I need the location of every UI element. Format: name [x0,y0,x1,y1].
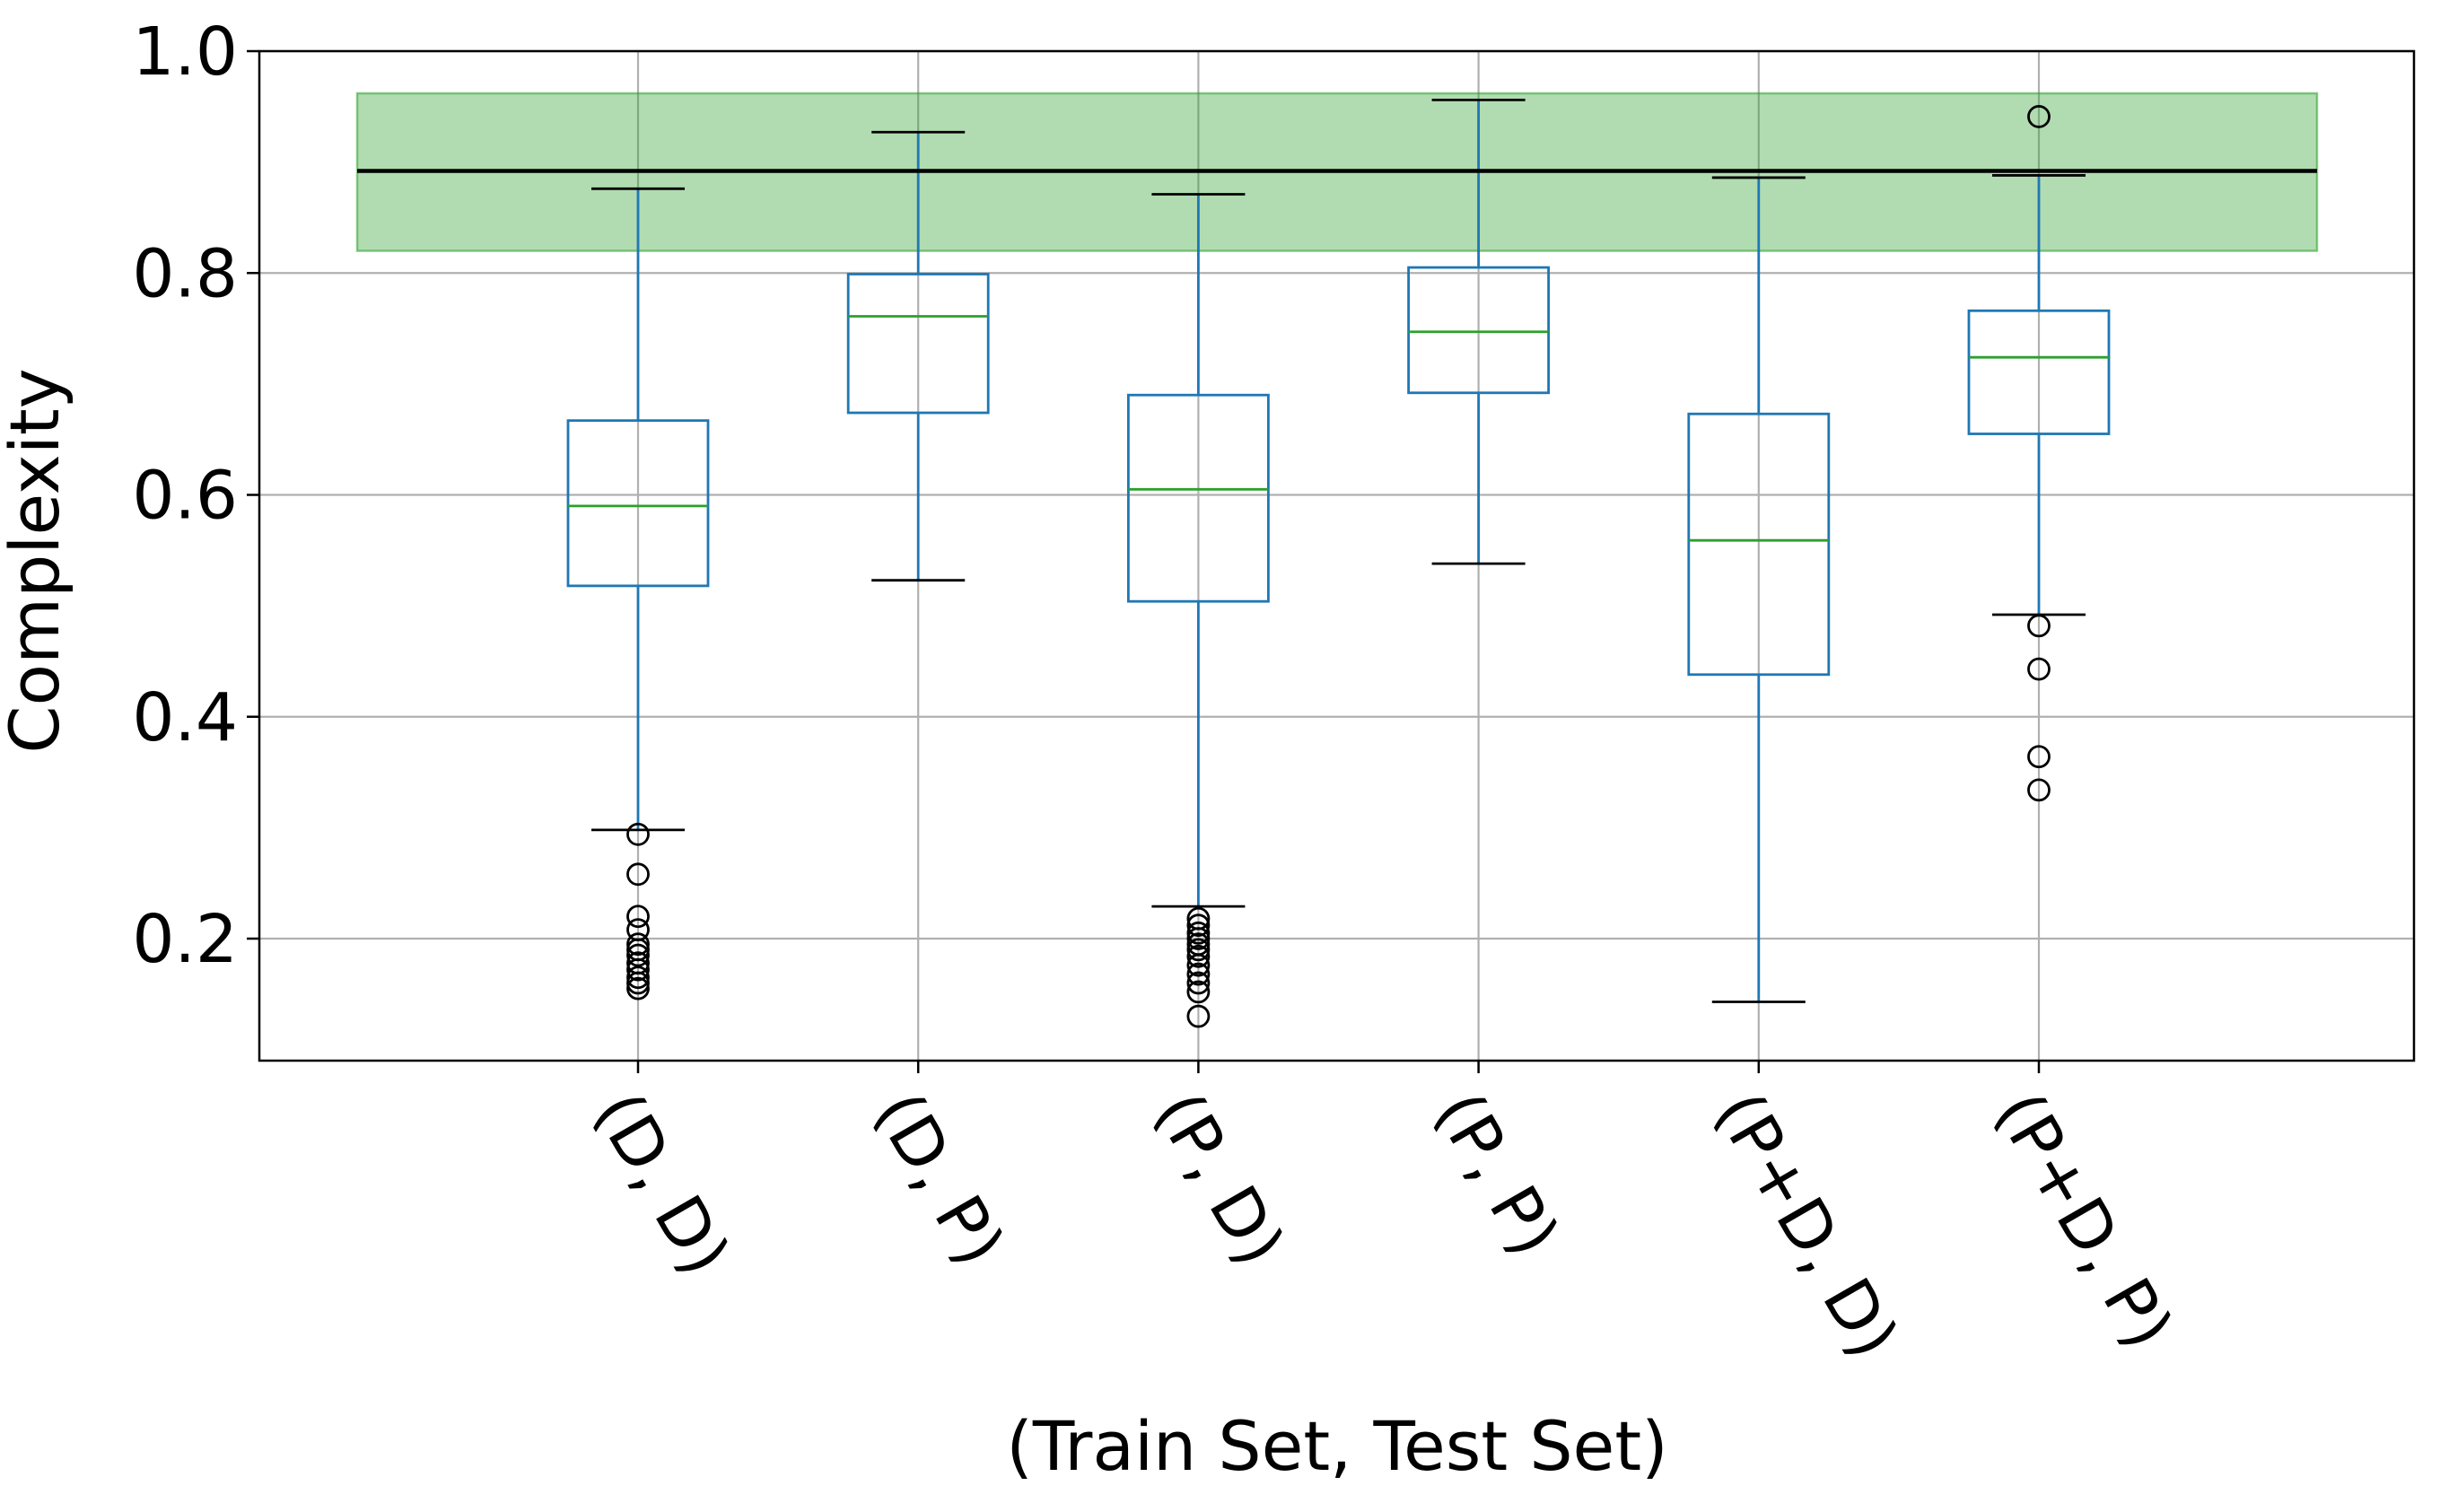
outlier-point [1186,913,1211,938]
box-iqr [1687,412,1831,677]
x-tick-label: (P, D) [1140,1079,1299,1279]
x-tick-label: (P, P) [1420,1079,1574,1269]
box-iqr [1407,266,1550,395]
outlier-point [2027,105,2051,128]
outlier-point [626,905,650,929]
x-axis-ticks: (D, D) (D, P) (P, D) (P, P) (P+D, D) (P+D, P) [579,1061,2187,1371]
box-iqr [1967,309,2111,435]
outlier-point [626,932,650,957]
outlier-point [626,943,650,967]
box-group [1407,98,1550,565]
outlier-point [1186,921,1211,945]
outlier-point [626,976,650,1001]
outlier-point [1186,938,1211,962]
x-tick-label: (P+D, P) [1980,1079,2187,1361]
outlier-point [626,966,650,990]
outlier-point [2027,657,2051,681]
outlier-point [1186,980,1211,1004]
outlier-point [1186,971,1211,995]
y-tick-label: 1.0 [132,13,238,91]
outlier-point [1186,944,1211,968]
box-group [846,130,990,582]
outlier-point [626,957,650,982]
outlier-point [626,971,650,995]
outlier-point [1186,953,1211,977]
x-axis-label: (Train Set, Test Set) [1006,1406,1668,1486]
box-group [1967,105,2111,802]
y-axis-ticks: 0.2 0.4 0.6 0.8 1.0 [132,13,259,978]
box-group [566,187,710,1001]
outlier-point [2027,778,2051,802]
y-tick-label: 0.2 [132,901,238,978]
box-iqr [1127,393,1270,603]
y-tick-label: 0.4 [132,679,238,756]
outlier-point [626,862,650,887]
box-group [1127,193,1270,1028]
x-tick-label: (P+D, D) [1700,1079,1912,1371]
box-series [566,98,2111,1028]
y-tick-label: 0.6 [132,458,238,535]
outlier-point [1186,962,1211,986]
box-iqr [846,273,990,415]
outlier-point [1186,927,1211,950]
box-iqr [566,419,710,588]
y-axis-label: Complexity [0,368,74,753]
outlier-point [2027,745,2051,769]
x-tick-label: (D, D) [579,1079,744,1288]
outlier-point [626,822,650,846]
y-tick-label: 0.8 [132,235,238,312]
plot-frame [258,49,2416,1062]
x-tick-label: (D, P) [860,1079,1019,1279]
outlier-point [1186,1004,1211,1028]
outlier-point [2027,614,2051,638]
box-group [1687,176,1831,1003]
